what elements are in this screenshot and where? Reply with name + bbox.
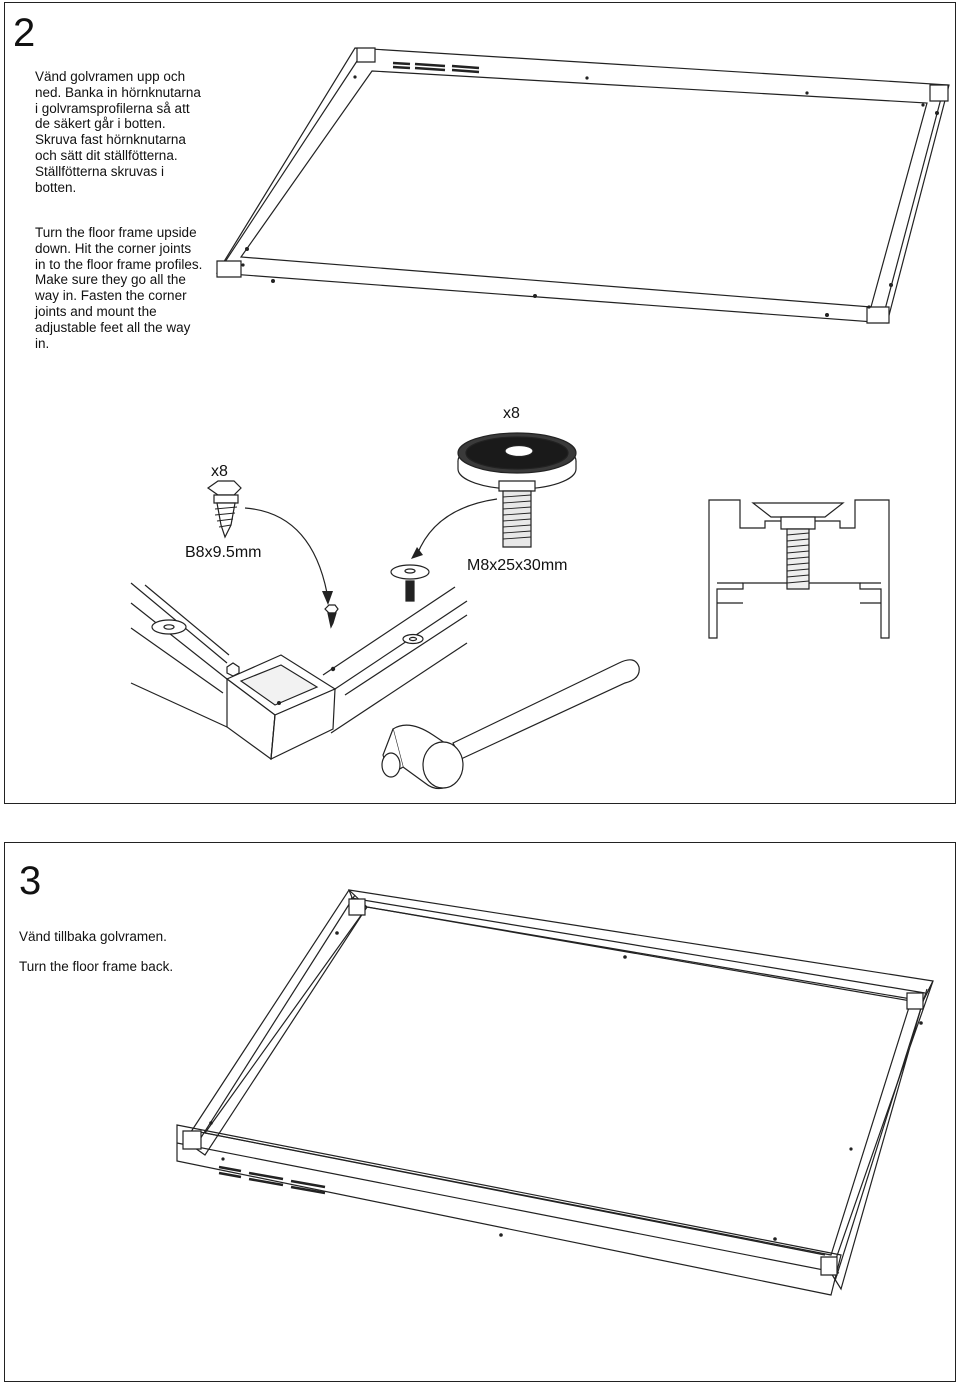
foot-code: M8x25x30mm xyxy=(467,557,568,574)
instruction-swedish: Vänd tillbaka golvramen. xyxy=(19,929,167,944)
step-2-panel: 2 Vänd golvramen upp och ned. Banka in h… xyxy=(4,2,956,804)
step-number: 2 xyxy=(13,11,36,55)
frame-corner-icon xyxy=(5,3,957,805)
instruction-english: Turn the floor frame upside down. Hit th… xyxy=(35,225,203,351)
screw-quantity: x8 xyxy=(211,463,228,480)
step-number: 3 xyxy=(19,859,42,903)
floor-frame-icon xyxy=(5,3,957,805)
instruction-swedish: Vänd golvramen upp och ned. Banka in hör… xyxy=(35,69,201,195)
step-3-panel: 3 Vänd tillbaka golvramen. Turn the floo… xyxy=(4,842,956,1382)
self-tapping-screw-icon xyxy=(5,3,333,605)
screw-code: B8x9.5mm xyxy=(185,544,262,561)
instruction-english: Turn the floor frame back. xyxy=(19,959,174,974)
floor-frame-icon xyxy=(5,843,957,1383)
adjustable-foot-icon xyxy=(411,3,957,559)
profile-cross-section-icon xyxy=(5,3,957,805)
hammer-icon xyxy=(5,3,957,805)
foot-quantity: x8 xyxy=(503,405,520,422)
